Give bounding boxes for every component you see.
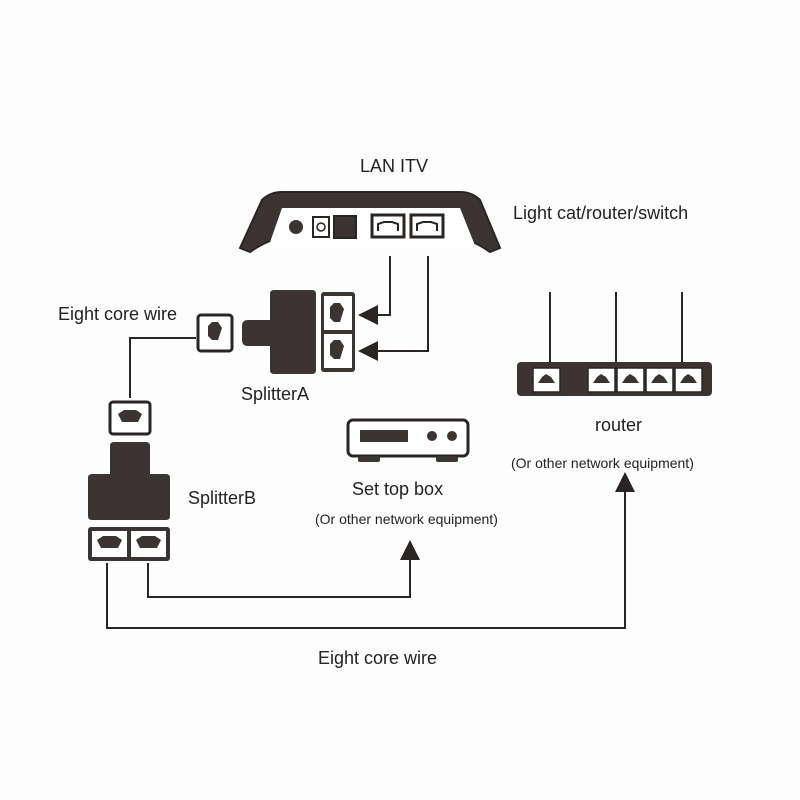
router-wan-port — [532, 367, 561, 393]
router-lan-port-2 — [616, 367, 645, 393]
wire-splitter-b-to-router — [106, 472, 635, 629]
lan-itv-label: LAN ITV — [360, 156, 429, 176]
router-device — [517, 292, 712, 396]
set-top-box-label: Set top box — [352, 479, 444, 499]
router-label: router — [595, 415, 643, 435]
dc-port-icon — [312, 216, 330, 238]
lan-port-2-icon — [409, 213, 445, 239]
splitter-b-label: SplitterB — [188, 488, 257, 508]
light-cat-label: Light cat/router/switch — [513, 203, 689, 223]
set-top-box-sublabel: (Or other network equipment) — [315, 511, 498, 527]
wire-splitter-b-to-set-top-box — [147, 540, 420, 598]
wire-splitter-a-to-splitter-b — [129, 337, 196, 398]
eight-core-wire-top-label: Eight core wire — [58, 304, 178, 324]
wire-lan1-to-splitter-a — [358, 256, 391, 325]
wire-lan2-to-splitter-a — [358, 256, 429, 361]
router-sublabel: (Or other network equipment) — [511, 455, 694, 471]
set-top-box-device — [346, 418, 470, 462]
splitter-b-device — [88, 400, 170, 561]
lan-port-1-icon — [370, 213, 406, 239]
splitter-a-label: SplitterA — [241, 384, 310, 404]
splitter-a-device — [196, 290, 355, 374]
power-button-icon — [289, 220, 303, 234]
display-icon — [360, 430, 408, 442]
phone-port-icon — [333, 215, 357, 239]
eight-core-wire-bottom-label: Eight core wire — [318, 648, 438, 668]
modem-device — [238, 191, 502, 254]
